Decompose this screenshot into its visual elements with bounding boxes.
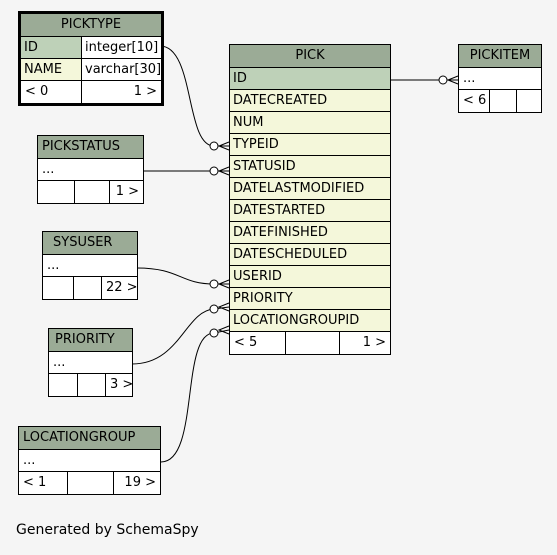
optional-marker-priority [209, 304, 219, 314]
table-row: ID [230, 68, 390, 90]
children-count: 19 > [113, 472, 160, 494]
table-row: ... [49, 352, 132, 374]
collapsed-columns: ... [42, 162, 55, 177]
edge-locationgroup-pick [160, 329, 230, 463]
children-count [516, 90, 541, 112]
column-name: ID [230, 68, 390, 89]
collapsed-columns: ... [23, 453, 36, 468]
parents-count: < 5 [234, 335, 258, 350]
table-footer: 3 > [49, 374, 132, 396]
parents-count: < 6 [463, 93, 487, 108]
table-row: USERID [230, 266, 390, 288]
table-footer: < 5 1 > [230, 332, 390, 354]
parents-count: < 1 [23, 475, 47, 490]
column-name: TYPEID [230, 134, 390, 155]
table-title: SYSUSER [43, 232, 137, 255]
table-row: DATEFINISHED [230, 222, 390, 244]
table-pickstatus[interactable]: PICKSTATUS ... 1 > [37, 135, 144, 204]
children-count: 3 > [105, 374, 132, 396]
table-footer: 22 > [43, 277, 137, 299]
table-title: PICKITEM [459, 45, 541, 68]
column-name: DATEFINISHED [230, 222, 390, 243]
table-row: DATESTARTED [230, 200, 390, 222]
column-name: ID [21, 37, 81, 58]
column-name: DATESCHEDULED [230, 244, 390, 265]
table-title: LOCATIONGROUP [19, 427, 160, 450]
table-sysuser[interactable]: SYSUSER ... 22 > [42, 231, 138, 300]
table-row: DATECREATED [230, 90, 390, 112]
children-count: 1 > [339, 332, 390, 354]
table-picktype[interactable]: PICKTYPE ID integer[10] NAME varchar[30]… [18, 11, 164, 106]
parents-count [49, 374, 77, 396]
column-name: NAME [21, 59, 81, 80]
table-footer: < 1 19 > [19, 472, 160, 494]
collapsed-columns: ... [47, 258, 60, 273]
optional-marker-locationgroupid [209, 328, 219, 338]
parents-count: < 0 [25, 84, 49, 99]
crowfoot-typeid [217, 141, 230, 151]
generated-by-credit: Generated by SchemaSpy [16, 522, 199, 538]
table-locationgroup[interactable]: LOCATIONGROUP ... < 1 19 > [18, 426, 161, 495]
children-count: 22 > [101, 277, 137, 299]
table-title: PICKSTATUS [38, 136, 143, 159]
parents-count [43, 277, 73, 299]
crowfoot-statusid [217, 166, 230, 176]
table-row: ... [459, 68, 541, 90]
children-count: 1 > [109, 181, 143, 203]
optional-marker-typeid [209, 141, 219, 151]
column-name: STATUSID [230, 156, 390, 177]
table-row: DATELASTMODIFIED [230, 178, 390, 200]
table-row: TYPEID [230, 134, 390, 156]
column-name: DATESTARTED [230, 200, 390, 221]
row-count [67, 472, 113, 494]
row-count [73, 277, 101, 299]
edge-picktype-pick [159, 45, 229, 147]
table-row: ... [43, 255, 137, 277]
row-count [77, 374, 105, 396]
row-count [285, 332, 339, 354]
table-pick[interactable]: PICK ID DATECREATED NUM TYPEID STATUSID … [229, 44, 391, 355]
column-name: NUM [230, 112, 390, 133]
table-row: PRIORITY [230, 288, 390, 310]
table-footer: 1 > [38, 181, 143, 203]
table-row: ID integer[10] [21, 37, 161, 59]
table-row: ... [38, 159, 143, 181]
column-name: PRIORITY [230, 288, 390, 309]
collapsed-columns: ... [463, 71, 476, 86]
optional-marker-statusid [209, 166, 219, 176]
table-pickitem[interactable]: PICKITEM ... < 6 [458, 44, 542, 113]
table-row: NUM [230, 112, 390, 134]
crowfoot-pickitem [446, 75, 459, 85]
column-type: varchar[30] [81, 59, 161, 80]
column-name: USERID [230, 266, 390, 287]
column-name: DATELASTMODIFIED [230, 178, 390, 199]
table-title: PRIORITY [49, 329, 132, 352]
table-row: LOCATIONGROUPID [230, 310, 390, 332]
crowfoot-priority [217, 302, 230, 312]
children-count: 1 > [81, 81, 161, 103]
column-type: integer[10] [81, 37, 161, 58]
crowfoot-userid [217, 279, 230, 289]
table-row: STATUSID [230, 156, 390, 178]
row-count [489, 90, 516, 112]
optional-marker-pickitem [438, 75, 448, 85]
table-footer: < 6 [459, 90, 541, 112]
table-title: PICK [230, 45, 390, 68]
column-name: DATECREATED [230, 90, 390, 111]
table-row: NAME varchar[30] [21, 59, 161, 81]
column-name: LOCATIONGROUPID [230, 310, 390, 331]
table-row: ... [19, 450, 160, 472]
parents-count [38, 181, 74, 203]
table-priority[interactable]: PRIORITY ... 3 > [48, 328, 133, 397]
optional-marker-userid [209, 279, 219, 289]
row-count [74, 181, 109, 203]
table-row: DATESCHEDULED [230, 244, 390, 266]
collapsed-columns: ... [53, 355, 66, 370]
table-title: PICKTYPE [21, 14, 161, 37]
crowfoot-locationgroupid [217, 325, 230, 335]
table-footer: < 0 1 > [21, 81, 161, 103]
